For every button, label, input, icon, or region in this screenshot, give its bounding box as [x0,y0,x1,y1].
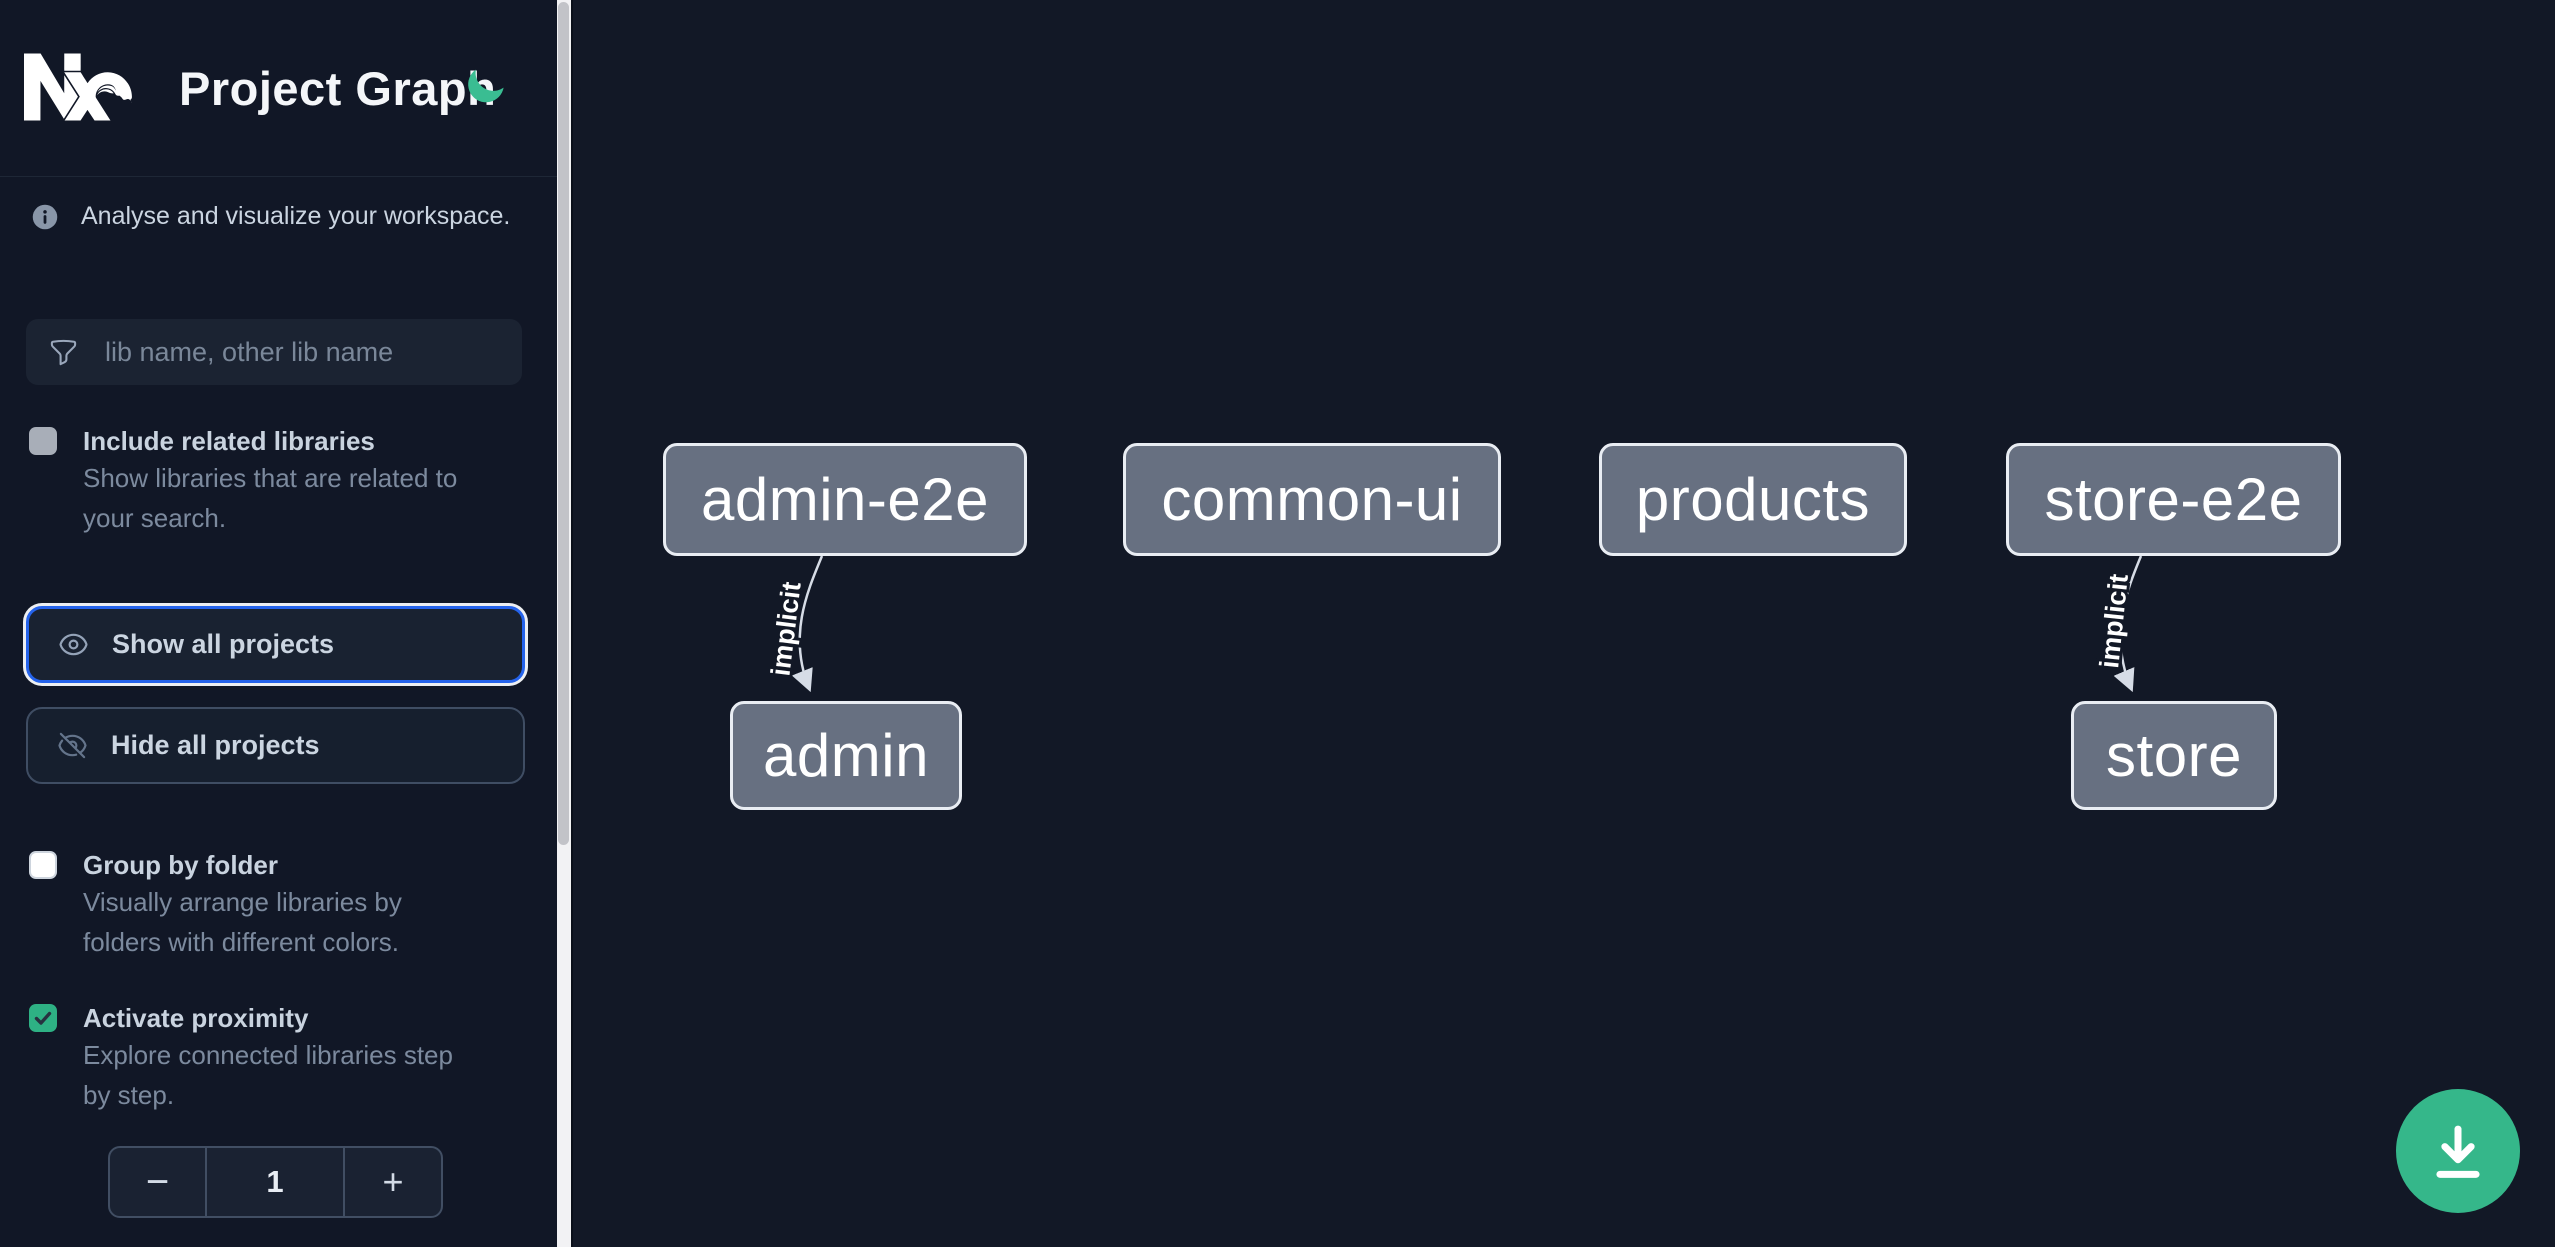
funnel-icon [50,339,77,365]
sidebar-scrollbar-track[interactable] [557,0,571,1247]
option-description: Explore connected libraries step by step… [83,1040,453,1110]
moon-icon [468,69,504,102]
tagline-text: Analyse and visualize your workspace. [81,202,511,230]
graph-canvas[interactable]: implicit implicit admin-e2e common-ui pr… [571,0,2555,1247]
graph-node-common-ui[interactable]: common-ui [1123,443,1501,556]
edge-label-implicit: implicit [2094,572,2134,669]
theme-toggle-button[interactable] [460,62,510,112]
eye-off-icon [58,732,87,759]
edge-admin-e2e-admin [791,555,824,693]
decrement-button[interactable]: − [110,1148,205,1216]
page-title: Project Graph [179,62,497,115]
eye-icon [59,633,88,656]
button-label: Hide all projects [111,730,320,760]
option-label: Include related libraries [83,426,375,456]
show-all-projects-button[interactable]: Show all projects [26,606,525,683]
download-image-button[interactable] [2396,1089,2520,1213]
sidebar: Project Graph Analyse and visualize your… [0,0,557,1247]
proximity-depth-value[interactable]: 1 [205,1148,343,1216]
option-group-by-folder: Group by folder Visually arrange librari… [29,850,529,971]
option-label: Group by folder [83,850,278,880]
graph-node-admin-e2e[interactable]: admin-e2e [663,443,1027,556]
nx-logo-icon [24,53,132,121]
increment-button[interactable]: + [343,1148,441,1216]
check-icon [34,1011,52,1025]
filter-field [26,319,522,385]
proximity-depth-stepper: − 1 + [108,1146,443,1218]
option-label: Activate proximity [83,1003,309,1033]
edge-store-e2e-store [2113,555,2143,693]
filter-input[interactable] [105,336,502,368]
option-description: Visually arrange libraries by folders wi… [83,887,402,957]
download-icon [2436,1125,2480,1178]
include-related-checkbox[interactable] [29,427,57,455]
graph-node-store[interactable]: store [2071,701,2277,810]
group-by-folder-checkbox[interactable] [29,851,57,879]
graph-node-products[interactable]: products [1599,443,1907,556]
option-activate-proximity: Activate proximity Explore connected lib… [29,1003,529,1124]
tagline-row: Analyse and visualize your workspace. [31,202,510,231]
button-label: Show all projects [112,629,335,659]
graph-node-admin[interactable]: admin [730,701,962,810]
graph-node-store-e2e[interactable]: store-e2e [2006,443,2341,556]
option-description: Show libraries that are related to your … [83,463,458,533]
graph-edges: implicit implicit [762,555,2143,693]
info-icon [32,204,58,229]
sidebar-scrollbar-thumb[interactable] [558,2,569,845]
activate-proximity-checkbox[interactable] [29,1004,57,1032]
hide-all-projects-button[interactable]: Hide all projects [26,707,525,784]
sidebar-header: Project Graph [0,0,557,177]
option-include-related-libraries: Include related libraries Show libraries… [29,426,529,547]
